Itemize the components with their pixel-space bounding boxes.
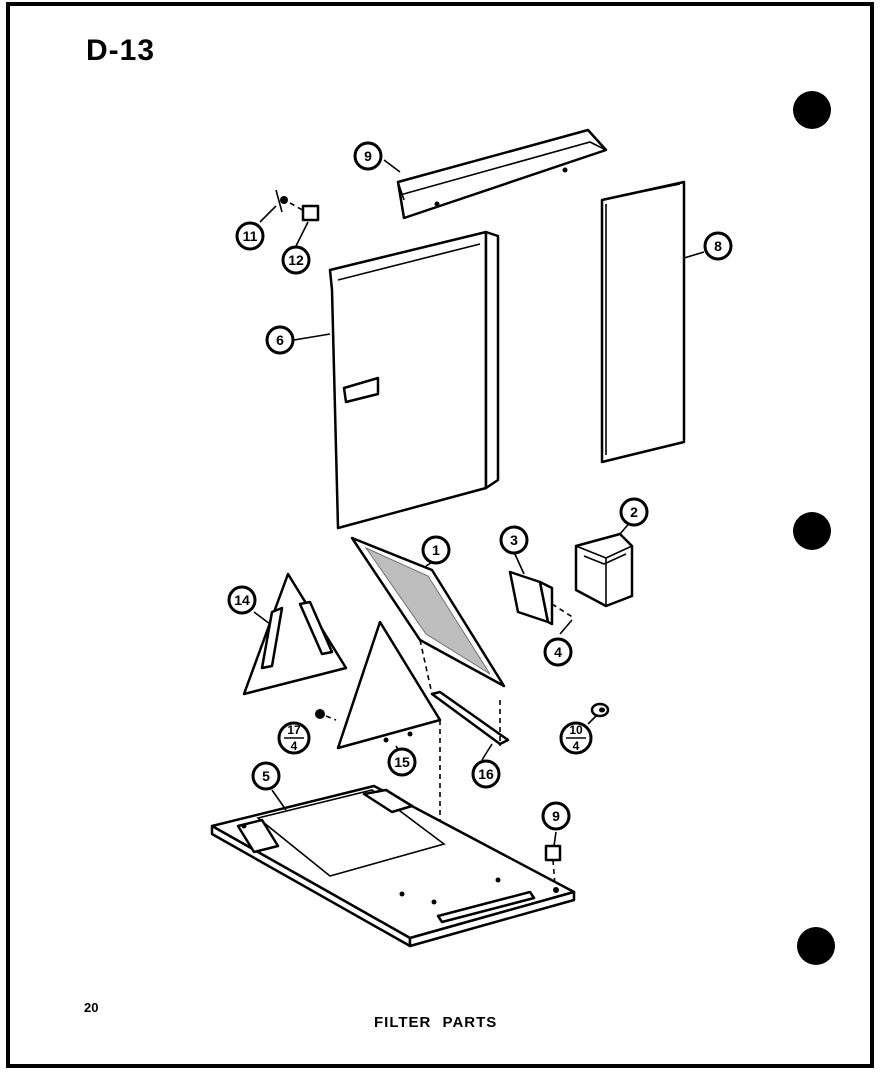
- part-8-top-rail: [383, 128, 608, 220]
- binder-hole-top: [793, 91, 831, 129]
- callout-1-label: 1: [432, 542, 440, 558]
- callout-10-sub: 4: [573, 739, 580, 753]
- part-14-left-baffle: [242, 572, 348, 696]
- callout-17-over-4: 17 4: [277, 721, 311, 755]
- callout-5: 5: [251, 761, 281, 791]
- callout-9-label: 9: [552, 808, 560, 824]
- part-15-right-baffle: [336, 620, 442, 753]
- callout-3-label: 3: [510, 532, 518, 548]
- callout-11-label: 11: [243, 228, 258, 244]
- part-5-base-pan: [210, 784, 576, 948]
- page-border: [6, 2, 874, 1068]
- callout-10-label: 10: [569, 723, 583, 737]
- binder-hole-bottom: [797, 927, 835, 965]
- callout-17-sub: 4: [291, 739, 298, 753]
- binder-hole-middle: [793, 512, 831, 550]
- callout-12: 12: [281, 245, 311, 275]
- page-id: D-13: [86, 34, 156, 67]
- callout-10-over-4: 10 4: [559, 721, 593, 755]
- callout-2: 2: [619, 497, 649, 527]
- callout-7: 8: [703, 231, 733, 261]
- part-11-12-fasteners: [259, 189, 320, 247]
- callout-9: 9: [541, 801, 571, 831]
- callout-14: 14: [227, 585, 257, 615]
- part-16-filter-rail: [430, 690, 510, 761]
- part-1-air-filter: [350, 536, 506, 688]
- callout-16-label: 16: [478, 766, 494, 782]
- callout-6-label: 6: [276, 332, 284, 348]
- callout-4-label: 4: [554, 644, 562, 660]
- callout-1: 1: [421, 535, 451, 565]
- callout-8: 9: [353, 141, 383, 171]
- part-2-box: [574, 519, 634, 608]
- part-3-bracket: [508, 551, 575, 635]
- callout-17-label: 17: [287, 723, 301, 737]
- callout-15-label: 15: [394, 754, 410, 770]
- callout-14-label: 14: [234, 592, 250, 608]
- page-number: 20: [84, 1000, 99, 1015]
- callout-3: 3: [499, 525, 529, 555]
- callout-5-label: 5: [262, 768, 270, 784]
- figure-caption: FILTER PARTS: [374, 1014, 498, 1031]
- callout-16: 16: [471, 759, 501, 789]
- part-6-front-panel: [293, 230, 500, 530]
- part-9-plug: [544, 831, 562, 887]
- callout-15: 15: [387, 747, 417, 777]
- callout-6: 6: [265, 325, 295, 355]
- callout-8-label: 9: [364, 148, 372, 164]
- callout-4: 4: [543, 637, 573, 667]
- callout-12-label: 12: [288, 252, 304, 268]
- part-10-bushing: [587, 702, 610, 725]
- callout-2-label: 2: [630, 504, 638, 520]
- callout-11: 11: [235, 221, 265, 251]
- callout-7-label: 8: [714, 238, 722, 254]
- part-7-side-panel: [600, 180, 705, 464]
- part-17-screw: [315, 709, 337, 721]
